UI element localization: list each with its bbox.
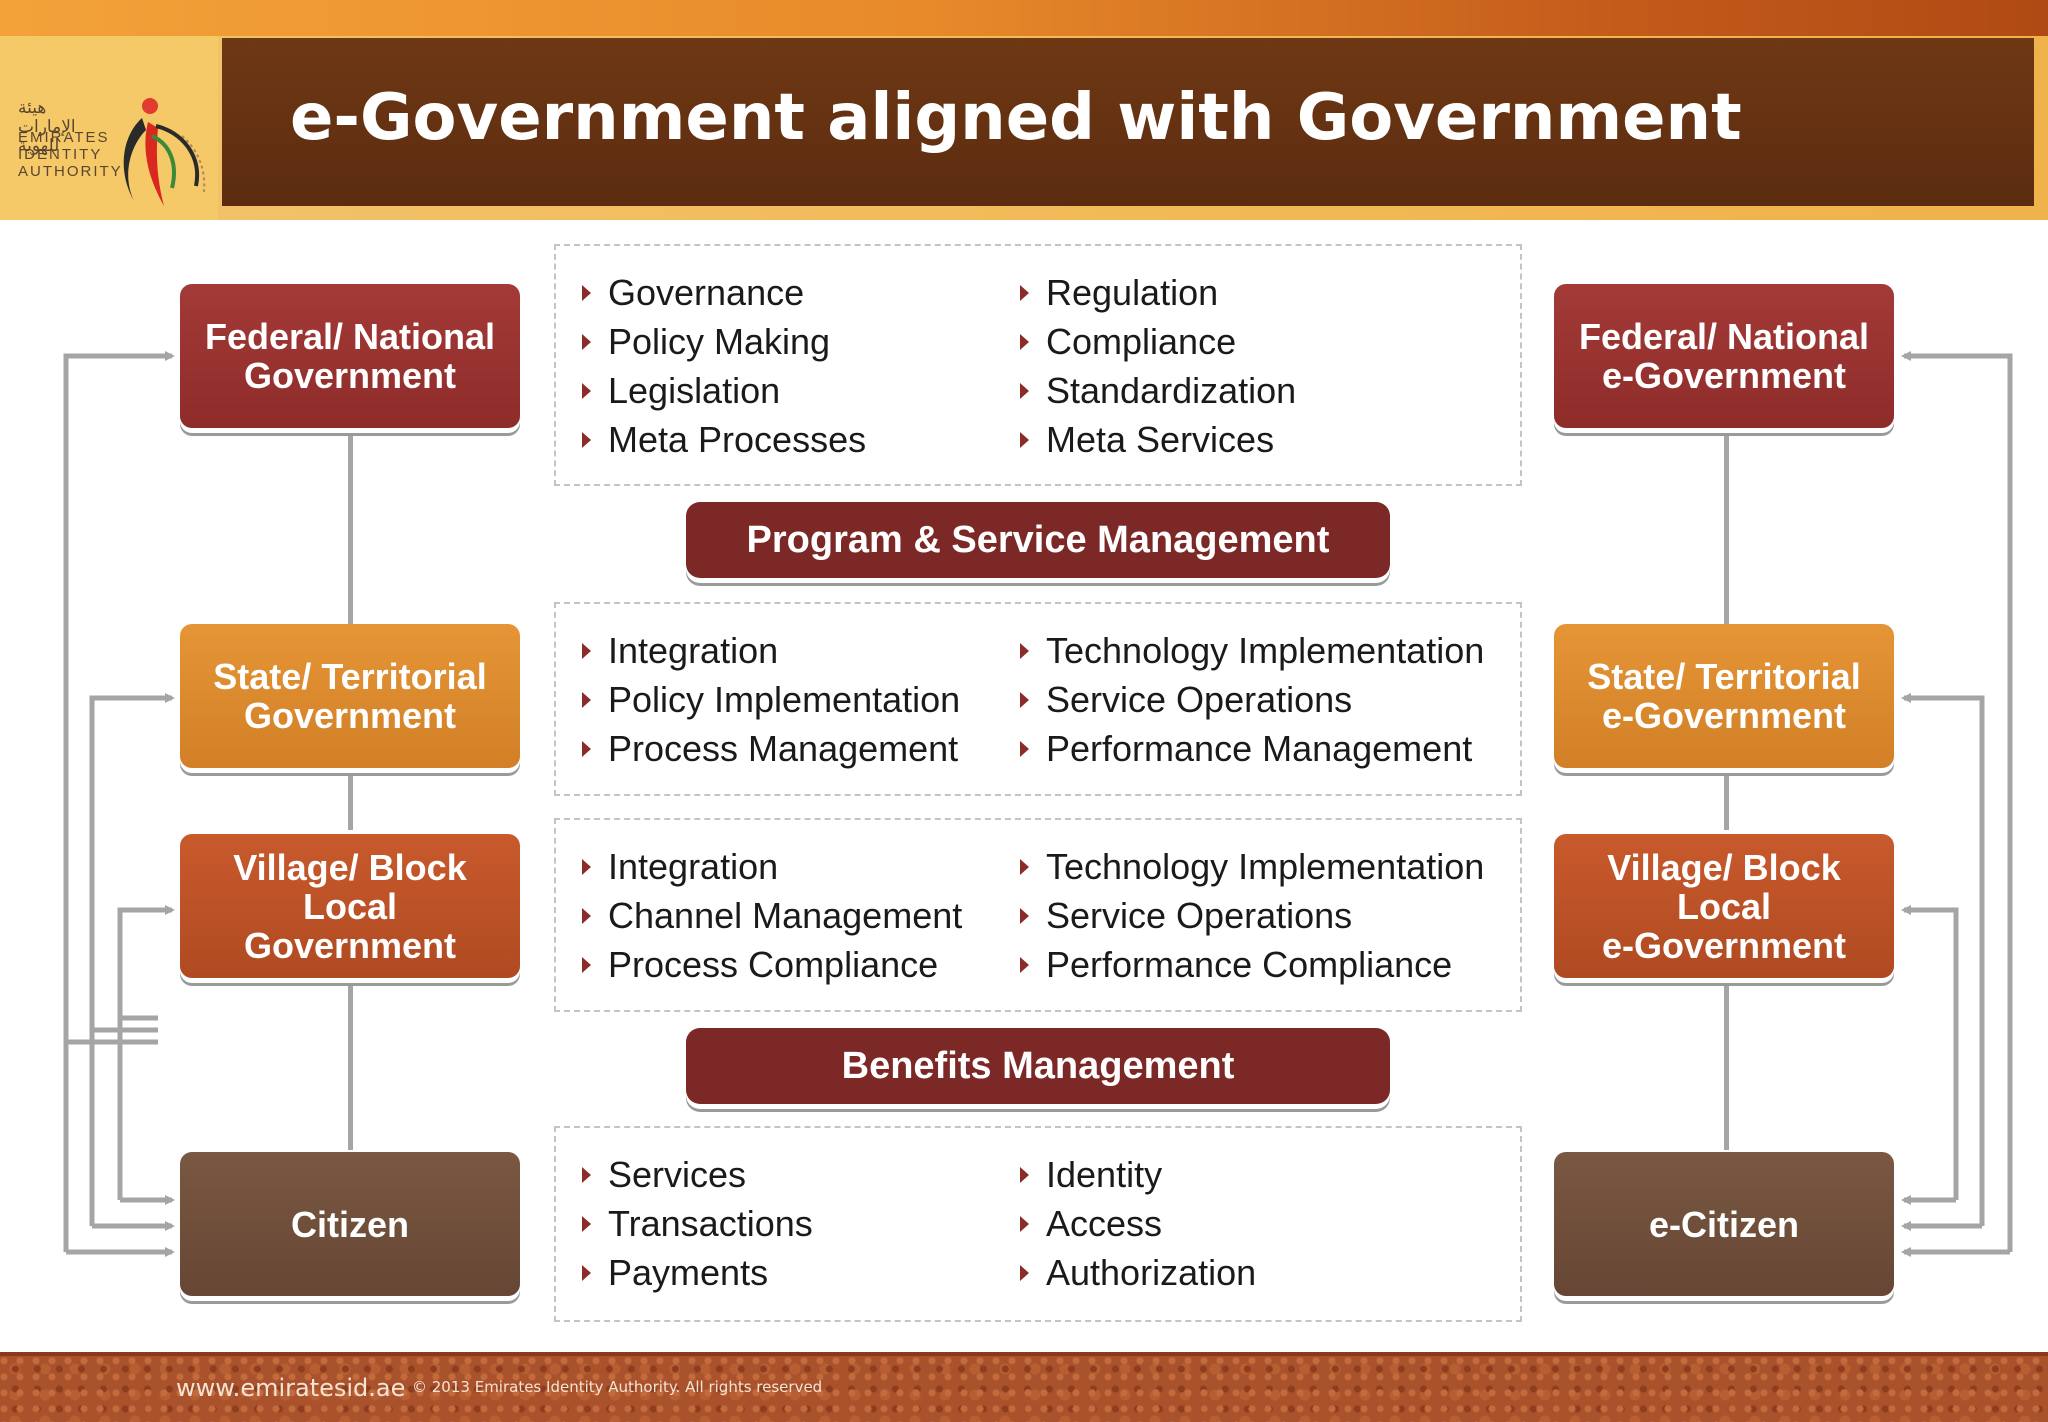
list-item: Regulation — [994, 268, 1296, 317]
list-item: Service Operations — [994, 891, 1484, 940]
box-village-egovernment: Village/ Block Local e-Government — [1554, 834, 1894, 978]
box-village-government: Village/ Block Local Government — [180, 834, 520, 978]
bullet-triangle-icon — [582, 383, 591, 399]
logo-english-text: EMIRATES IDENTITY AUTHORITY — [18, 129, 123, 180]
bullet-triangle-icon — [582, 643, 591, 659]
bullet-triangle-icon — [1020, 1167, 1029, 1183]
panel-governance-right-list: Regulation Compliance Standardization Me… — [994, 268, 1296, 464]
bullet-triangle-icon — [1020, 741, 1029, 757]
bullet-triangle-icon — [1020, 643, 1029, 659]
banner-program-service-management: Program & Service Management — [686, 502, 1390, 578]
box-state-egovernment: State/ Territorial e-Government — [1554, 624, 1894, 768]
list-item: Channel Management — [556, 891, 962, 940]
right-connector-2 — [1724, 770, 1729, 830]
box-citizen: Citizen — [180, 1152, 520, 1296]
list-item: Technology Implementation — [994, 842, 1484, 891]
right-arrow-federal — [1901, 351, 2013, 1252]
logo-arabic-text: هيئة الإمارات للهوية — [18, 98, 76, 155]
panel-citizen-right-list: Identity Access Authorization — [994, 1150, 1256, 1297]
list-item: Performance Compliance — [994, 940, 1484, 989]
list-item: Compliance — [994, 317, 1296, 366]
list-item: Meta Services — [994, 415, 1296, 464]
bullet-triangle-icon — [582, 908, 591, 924]
list-item: Process Compliance — [556, 940, 962, 989]
panel-citizen-left-list: Services Transactions Payments — [556, 1150, 813, 1297]
list-item: Process Management — [556, 724, 960, 773]
bullet-triangle-icon — [1020, 334, 1029, 350]
list-item: Policy Implementation — [556, 675, 960, 724]
left-connector-1 — [348, 430, 353, 626]
panel-state-left-list: Integration Policy Implementation Proces… — [556, 626, 960, 773]
footer-copyright: © 2013 Emirates Identity Authority. All … — [412, 1378, 823, 1396]
list-item: Integration — [556, 626, 960, 675]
bullet-triangle-icon — [582, 1216, 591, 1232]
bullet-triangle-icon — [582, 432, 591, 448]
list-item: Services — [556, 1150, 813, 1199]
right-arrow-village — [1901, 905, 1959, 1200]
box-federal-egovernment: Federal/ National e-Government — [1554, 284, 1894, 428]
bullet-triangle-icon — [1020, 692, 1029, 708]
list-item: Meta Processes — [556, 415, 866, 464]
list-item: Technology Implementation — [994, 626, 1484, 675]
left-connector-3 — [348, 982, 353, 1150]
bullet-triangle-icon — [582, 692, 591, 708]
list-item: Standardization — [994, 366, 1296, 415]
bullet-triangle-icon — [1020, 1265, 1029, 1281]
bullet-triangle-icon — [1020, 1216, 1029, 1232]
footer-url: www.emiratesid.ae — [176, 1374, 406, 1402]
header-top-stripe — [0, 0, 2048, 36]
bullet-triangle-icon — [1020, 432, 1029, 448]
bullet-triangle-icon — [1020, 859, 1029, 875]
right-connector-1 — [1724, 430, 1729, 626]
list-item: Service Operations — [994, 675, 1484, 724]
bullet-triangle-icon — [582, 859, 591, 875]
panel-village-compliance: Integration Channel Management Process C… — [554, 818, 1522, 1012]
panel-state-right-list: Technology Implementation Service Operat… — [994, 626, 1484, 773]
bullet-triangle-icon — [582, 334, 591, 350]
list-item: Policy Making — [556, 317, 866, 366]
box-state-government: State/ Territorial Government — [180, 624, 520, 768]
bullet-triangle-icon — [1020, 957, 1029, 973]
bullet-triangle-icon — [1020, 908, 1029, 924]
bullet-triangle-icon — [582, 957, 591, 973]
panel-governance-left-list: Governance Policy Making Legislation Met… — [556, 268, 866, 464]
left-arrow-state — [89, 693, 175, 1033]
left-arrow-federal — [63, 351, 175, 1045]
right-connector-3 — [1724, 982, 1729, 1150]
list-item: Governance — [556, 268, 866, 317]
panel-state-implementation: Integration Policy Implementation Proces… — [554, 602, 1522, 796]
list-item: Identity — [994, 1150, 1256, 1199]
list-item: Transactions — [556, 1199, 813, 1248]
right-arrow-state — [1901, 693, 1985, 1226]
list-item: Authorization — [994, 1248, 1256, 1297]
box-ecitizen: e-Citizen — [1554, 1152, 1894, 1296]
bullet-triangle-icon — [1020, 383, 1029, 399]
list-item: Performance Management — [994, 724, 1484, 773]
box-federal-government: Federal/ National Government — [180, 284, 520, 428]
panel-village-left-list: Integration Channel Management Process C… — [556, 842, 962, 989]
list-item: Access — [994, 1199, 1256, 1248]
page-title: e-Government aligned with Government — [290, 81, 1742, 155]
banner-benefits-management: Benefits Management — [686, 1028, 1390, 1104]
bullet-triangle-icon — [582, 285, 591, 301]
logo: هيئة الإمارات للهوية EMIRATES IDENTITY A… — [0, 36, 218, 220]
list-item: Integration — [556, 842, 962, 891]
list-item: Legislation — [556, 366, 866, 415]
bullet-triangle-icon — [582, 1167, 591, 1183]
panel-governance: Governance Policy Making Legislation Met… — [554, 244, 1522, 486]
emblem-icon — [123, 98, 206, 206]
left-connector-2 — [348, 770, 353, 830]
footer-band — [0, 1352, 2048, 1422]
bullet-triangle-icon — [582, 741, 591, 757]
bullet-triangle-icon — [1020, 285, 1029, 301]
list-item: Payments — [556, 1248, 813, 1297]
panel-village-right-list: Technology Implementation Service Operat… — [994, 842, 1484, 989]
bullet-triangle-icon — [582, 1265, 591, 1281]
panel-citizen-benefits: Services Transactions Payments Identity … — [554, 1126, 1522, 1322]
left-arrow-village — [117, 905, 175, 1021]
title-bar — [222, 38, 2034, 206]
